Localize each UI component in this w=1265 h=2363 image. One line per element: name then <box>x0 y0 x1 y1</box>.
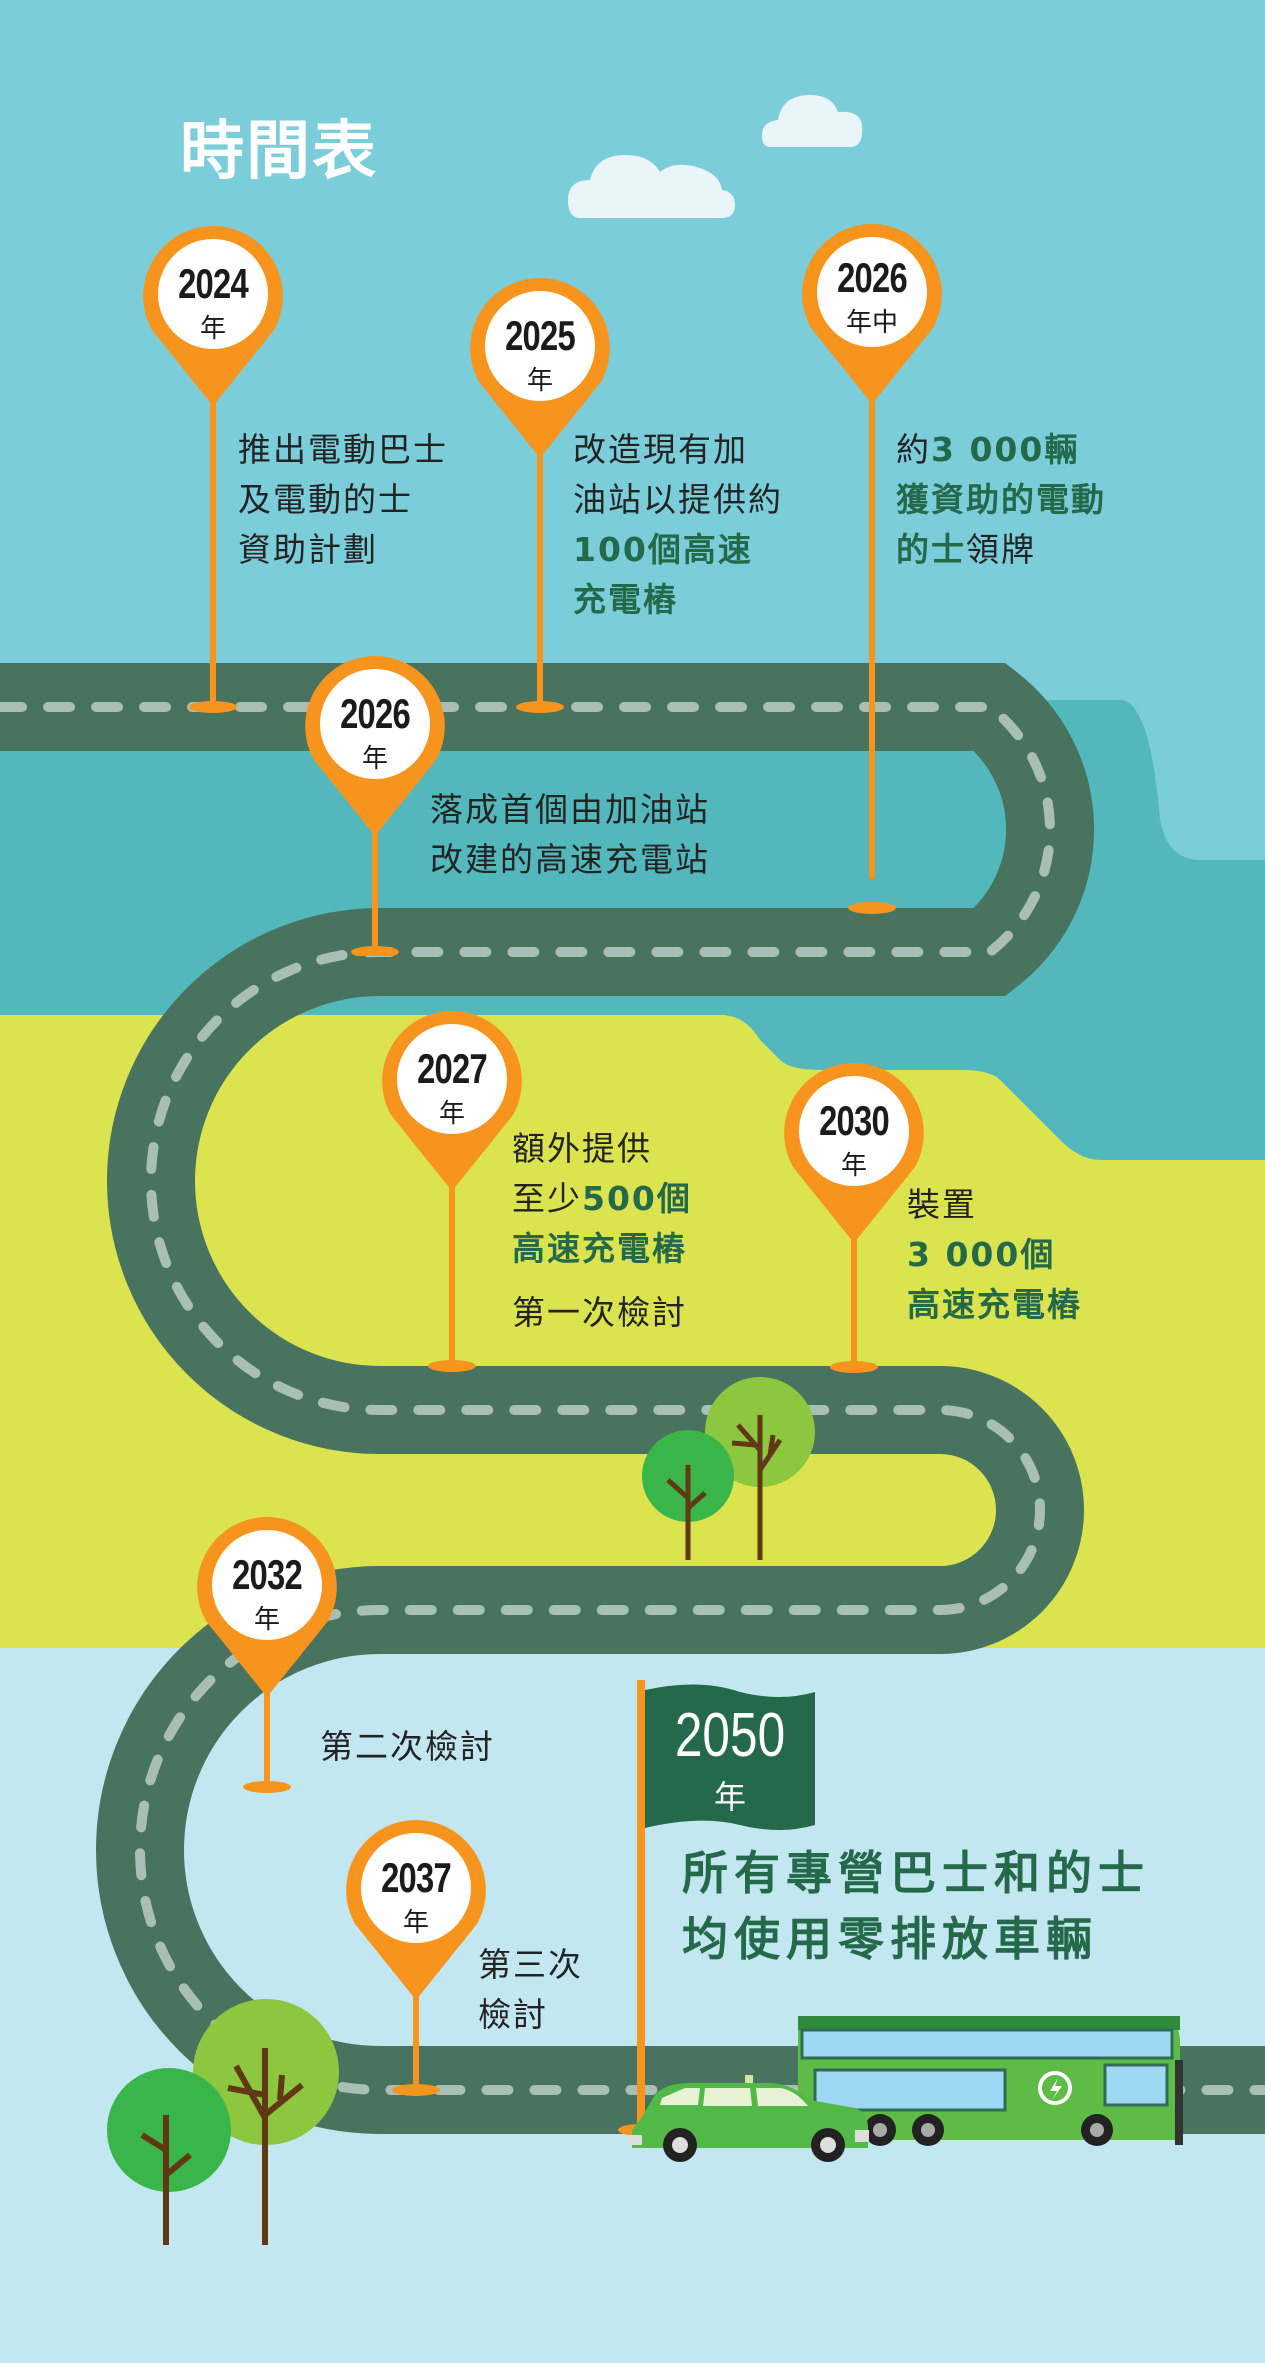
description-line: 至少500個 <box>512 1179 692 1218</box>
milestone-pin-2032: 2032 年 <box>196 1517 338 1793</box>
milestone-pin-2024: 2024 年 <box>142 226 284 713</box>
description-line: 油站以提供約 <box>573 480 783 519</box>
description-line: 及電動的士 <box>238 480 413 519</box>
milestone-year: 2037 <box>381 1854 452 1901</box>
milestone-year-unit: 年中 <box>845 308 898 338</box>
map-pin-icon <box>382 1011 522 1372</box>
milestone-year-unit: 年 <box>199 314 226 344</box>
map-pin-icon <box>346 1820 486 2096</box>
review-label: 第一次檢討 <box>512 1293 687 1332</box>
milestone-pin-2027: 2027 年 <box>381 1011 523 1372</box>
milestone-description-2024: 推出電動巴士 及電動的士 資助計劃 <box>238 425 448 575</box>
milestone-year: 2025 <box>505 312 576 359</box>
page-title: 時間表 <box>180 115 378 189</box>
milestone-description-2026-mid: 約3 000輛 獲資助的電動 的士領牌 <box>896 425 1106 575</box>
flag-pole <box>637 1680 645 2135</box>
description-highlight: 100個高速 <box>573 530 753 569</box>
map-pin-icon <box>143 226 283 713</box>
map-pin-icon <box>305 656 445 956</box>
goal-statement: 所有專營巴士和的士 均使用零排放車輛 <box>682 1840 1150 1972</box>
goal-line: 均使用零排放車輛 <box>682 1912 1098 1966</box>
description-line: 推出電動巴士 <box>238 430 448 469</box>
description-line: 的士領牌 <box>896 530 1036 569</box>
milestone-year-unit: 年 <box>402 1908 429 1938</box>
map-pin-icon <box>802 224 942 914</box>
map-pin-icon <box>197 1517 337 1793</box>
milestone-description-2037: 第三次 檢討 <box>478 1940 583 2040</box>
milestone-year: 2026 <box>340 690 411 737</box>
tree-icon <box>107 1999 339 2245</box>
map-pin-icon <box>784 1063 924 1373</box>
milestone-description-2026: 落成首個由加油站 改建的高速充電站 <box>430 785 710 885</box>
milestone-pin-2030: 2030 年 <box>783 1063 925 1373</box>
cloud-icon <box>568 155 735 218</box>
description-line: 額外提供 <box>512 1129 652 1168</box>
description-line: 檢討 <box>478 1995 548 2034</box>
milestone-year-unit: 年 <box>438 1099 465 1129</box>
milestone-year-unit: 年 <box>361 744 388 774</box>
map-pin-icon <box>470 278 610 713</box>
milestone-year: 2027 <box>417 1045 488 1092</box>
milestone-pin-2025: 2025 年 <box>469 278 611 713</box>
tree-icon <box>642 1377 815 1560</box>
milestone-pin-2037: 2037 年 <box>345 1820 487 2096</box>
milestone-year: 2026 <box>837 254 908 301</box>
milestone-year-unit: 年 <box>526 366 553 396</box>
milestone-year-unit: 年 <box>253 1605 280 1635</box>
milestone-description-2025: 改造現有加 油站以提供約 100個高速 充電樁 <box>573 425 783 625</box>
description-line: 約3 000輛 <box>896 430 1080 469</box>
goal-line: 所有專營巴士和的士 <box>682 1846 1150 1900</box>
milestone-description-2027: 額外提供 至少500個 高速充電樁 第一次檢討 <box>512 1124 692 1338</box>
milestone-description-2032: 第二次檢討 <box>320 1722 495 1772</box>
description-highlight: 高速充電樁 <box>907 1285 1082 1324</box>
description-highlight: 3 000個 <box>907 1235 1056 1274</box>
milestone-year: 2032 <box>232 1551 303 1598</box>
lightning-bolt-icon <box>1038 2071 1072 2105</box>
description-highlight: 高速充電樁 <box>512 1229 687 1268</box>
goal-year-unit: 年 <box>713 1778 746 1816</box>
description-line: 落成首個由加油站 <box>430 790 710 829</box>
goal-flag <box>645 1684 815 1830</box>
field-band <box>0 1015 1265 1648</box>
electric-bus-icon <box>798 2016 1183 2146</box>
goal-year: 2050 <box>674 1701 786 1770</box>
description-line: 改造現有加 <box>573 430 748 469</box>
milestone-description-2030: 裝置 3 000個 高速充電樁 <box>907 1180 1082 1330</box>
description-line: 第二次檢討 <box>320 1727 495 1766</box>
description-highlight: 充電樁 <box>573 580 678 619</box>
description-line: 改建的高速充電站 <box>430 840 710 879</box>
description-line: 裝置 <box>907 1185 977 1224</box>
milestone-year-unit: 年 <box>840 1151 867 1181</box>
milestone-year: 2024 <box>178 260 249 307</box>
cloud-icon <box>762 95 863 147</box>
electric-taxi-icon <box>628 2075 869 2162</box>
description-line: 第三次 <box>478 1945 583 1984</box>
description-highlight: 獲資助的電動 <box>896 480 1106 519</box>
milestone-pin-2026-mid: 2026 年中 <box>801 224 943 914</box>
milestone-year: 2030 <box>819 1097 890 1144</box>
description-line: 資助計劃 <box>238 530 378 569</box>
milestone-pin-2026: 2026 年 <box>304 656 446 956</box>
